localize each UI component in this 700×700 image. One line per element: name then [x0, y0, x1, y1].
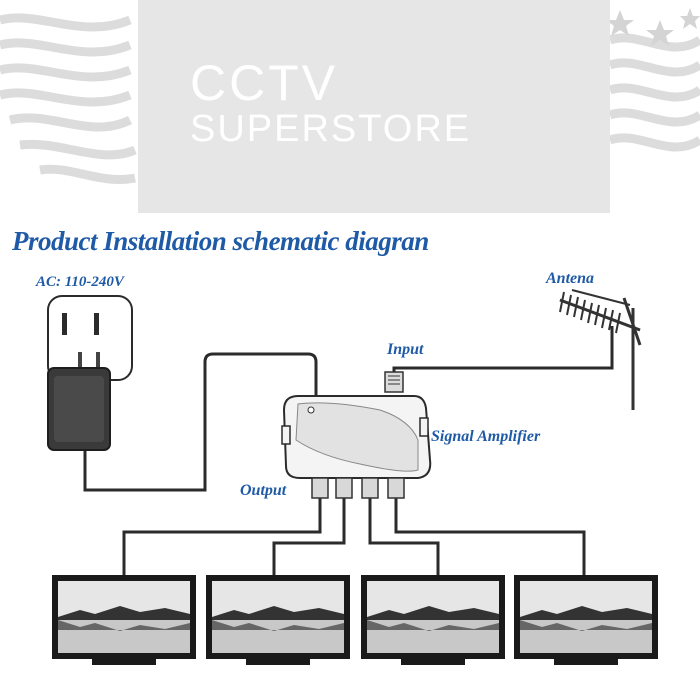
banner: CCTV SUPERSTORE: [0, 0, 700, 213]
diagram-title: Product Installation schematic diagran: [12, 226, 429, 256]
brand-name-line1: CCTV: [190, 55, 339, 111]
power-cable: [83, 352, 318, 492]
tv-monitor-icon: [206, 575, 350, 665]
power-adapter-icon: [47, 352, 111, 451]
ac-voltage-label: AC: 110-240V: [36, 274, 124, 290]
yagi-antenna-icon: [559, 289, 642, 410]
output-cable-2: [272, 498, 346, 578]
output-cable-4: [394, 498, 586, 578]
output-cable-1: [122, 498, 322, 578]
tv-row: [52, 575, 658, 665]
output-label: Output: [240, 482, 287, 499]
banner-box: [138, 0, 610, 213]
input-label: Input: [387, 341, 424, 358]
brand-name-line2: SUPERSTORE: [190, 108, 472, 150]
output-cable-3: [368, 498, 440, 578]
tv-monitor-icon: [514, 575, 658, 665]
us-flag-watermark-icon: [0, 8, 700, 184]
signal-amplifier-label: Signal Amplifier: [431, 428, 541, 445]
tv-monitor-icon: [52, 575, 196, 665]
antenna-label: Antena: [546, 270, 595, 287]
signal-amplifier-icon: [281, 371, 432, 499]
tv-monitor-icon: [361, 575, 505, 665]
antenna-cable: [392, 326, 614, 378]
